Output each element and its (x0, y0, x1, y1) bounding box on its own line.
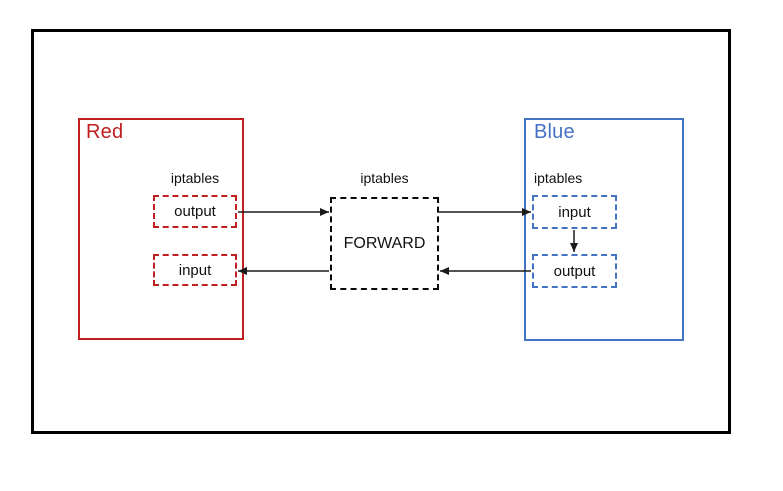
forward-iptables-label: iptables (360, 170, 409, 186)
red-output-chain-box: output (153, 195, 237, 228)
blue-iptables-label: iptables (534, 170, 583, 186)
red-host-title: Red (86, 121, 124, 143)
blue-host-title: Blue (534, 121, 575, 143)
red-host-box (78, 118, 244, 340)
blue-output-chain-box: output (532, 254, 617, 288)
red-iptables-label: iptables (170, 170, 220, 186)
blue-host-box (524, 118, 684, 341)
red-input-chain-box: input (153, 254, 237, 286)
forward-chain-box: FORWARD (330, 197, 439, 290)
blue-input-chain-box: input (532, 195, 617, 229)
